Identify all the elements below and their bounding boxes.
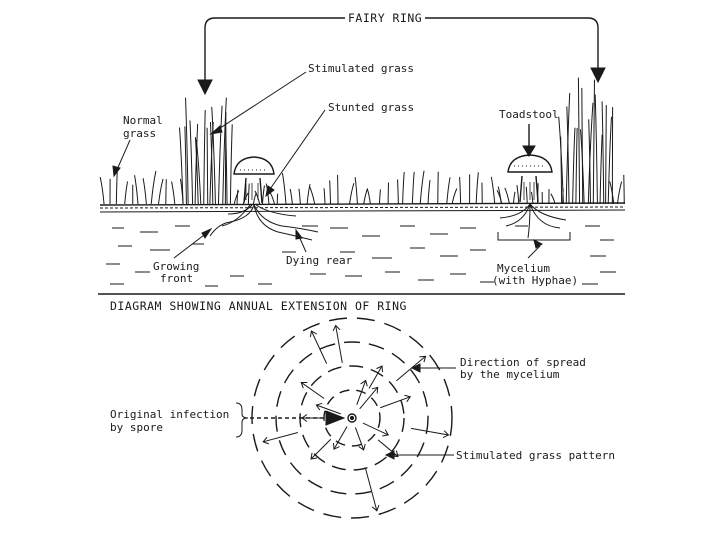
label-stimulated-pattern: Stimulated grass pattern	[456, 449, 615, 462]
label-growing-front-2: front	[160, 272, 193, 285]
label-stunted-grass: Stunted grass	[328, 101, 414, 114]
fairy-ring-bracket: FAIRY RING	[198, 11, 605, 94]
label-original-2: by spore	[110, 421, 163, 434]
label-toadstool: Toadstool	[499, 108, 559, 121]
label-dying-rear: Dying rear	[286, 254, 353, 267]
top-cross-section: FAIRY RING	[98, 11, 625, 294]
right-arrowhead	[591, 68, 605, 82]
label-normal-grass-2: grass	[123, 127, 156, 140]
top-labels: Stimulated grass Stunted grass Normal gr…	[123, 62, 578, 287]
mycelium-left	[210, 205, 318, 240]
label-mycelium-2: (with Hyphae)	[492, 274, 578, 287]
infection-arrowhead	[326, 411, 344, 425]
label-normal-grass-1: Normal	[123, 114, 163, 127]
bottom-plan-view: DIAGRAM SHOWING ANNUAL EXTENSION OF RING	[110, 299, 615, 518]
label-direction-2: by the mycelium	[460, 368, 560, 381]
mycelium-right	[500, 204, 566, 238]
fairy-ring-title: FAIRY RING	[348, 11, 422, 25]
soil-surface	[100, 203, 625, 212]
left-arrowhead	[198, 80, 212, 94]
label-original-1: Original infection	[110, 408, 229, 421]
grass-blades	[100, 78, 624, 204]
annual-extension-title: DIAGRAM SHOWING ANNUAL EXTENSION OF RING	[110, 299, 407, 313]
label-stimulated-grass: Stimulated grass	[308, 62, 414, 75]
mycelium-bracket	[498, 232, 570, 258]
original-infection-bracket	[236, 403, 248, 437]
leader-lines	[113, 72, 535, 258]
